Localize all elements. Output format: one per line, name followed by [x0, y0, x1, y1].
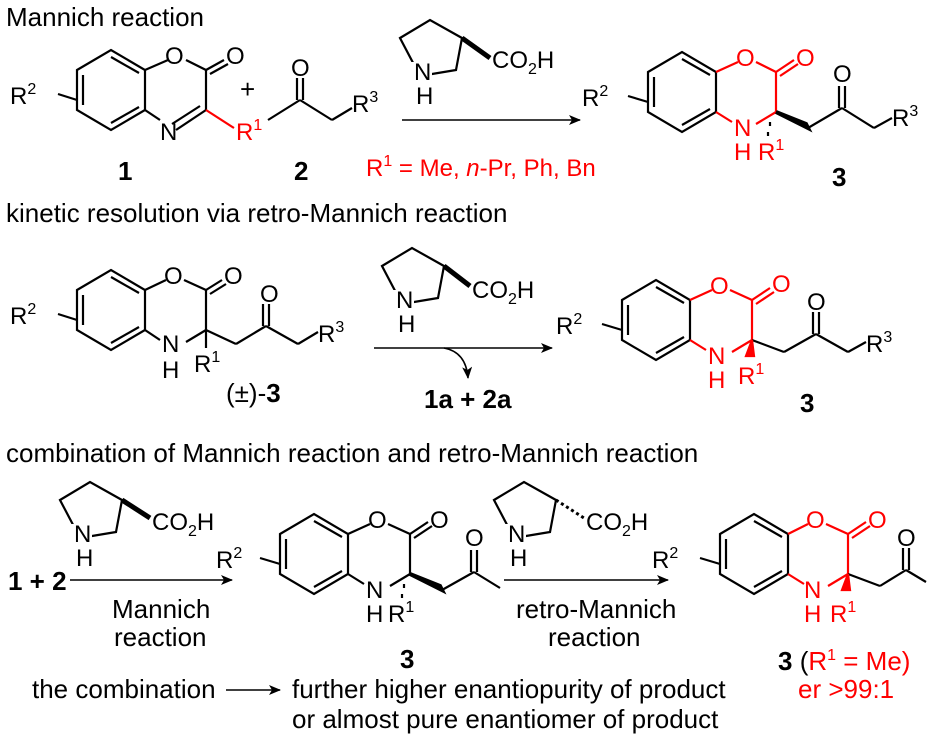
compound-2-structure — [267, 78, 353, 121]
plus-sign: + — [240, 74, 255, 104]
summary-lhs: the combination — [32, 674, 216, 704]
atom-o: O — [291, 55, 310, 82]
atom-n: N — [508, 521, 525, 548]
atom-o: O — [796, 45, 815, 72]
atom-n: N — [74, 521, 91, 548]
atom-o: O — [165, 43, 184, 70]
mannich-arrow-label-2: reaction — [114, 622, 207, 652]
r1-group: R1 — [830, 599, 856, 628]
er-value: er >99:1 — [798, 674, 894, 704]
product-3-structure — [601, 278, 867, 362]
atom-o: O — [710, 273, 729, 300]
reactants-label: 1 + 2 — [8, 566, 67, 596]
summary-rhs-line2: or almost pure enantiomer of product — [292, 704, 719, 734]
section2-title: kinetic resolution via retro-Mannich rea… — [6, 198, 507, 228]
atom-o: O — [465, 525, 484, 552]
label-mask — [70, 524, 92, 564]
atom-o: O — [164, 263, 183, 290]
atom-n: N — [708, 343, 725, 370]
intermediate-3-structure — [259, 512, 501, 598]
atom-h: H — [398, 311, 415, 338]
atom-h: H — [510, 545, 527, 572]
section3-title: combination of Mannich reaction and retr… — [6, 438, 698, 468]
atom-h: H — [734, 139, 751, 166]
atom-h: H — [804, 601, 821, 628]
r2-group: R2 — [10, 301, 36, 330]
atom-n: N — [734, 115, 751, 142]
compound-label-2: 2 — [294, 156, 308, 186]
compound-label-3: 3 — [400, 644, 414, 674]
atom-n: N — [160, 119, 177, 146]
label-mask — [392, 290, 414, 330]
atom-n: N — [396, 287, 413, 314]
atom-o: O — [430, 507, 449, 534]
atom-n: N — [804, 577, 821, 604]
byproduct-arrow — [443, 347, 473, 379]
byproducts-label: 1a + 2a — [424, 384, 512, 414]
atom-h: H — [162, 357, 179, 384]
atom-o: O — [807, 289, 826, 316]
atom-o: O — [736, 45, 755, 72]
atom-o: O — [260, 281, 279, 308]
atom-o: O — [224, 263, 243, 290]
atom-o: O — [226, 43, 245, 70]
final-product-structure — [699, 512, 927, 596]
r3-group: R3 — [866, 329, 892, 358]
atom-h: H — [708, 367, 725, 394]
compound-label-1: 1 — [118, 156, 132, 186]
r2-group: R2 — [652, 545, 678, 574]
product-3-structure — [627, 50, 893, 136]
atom-o: O — [368, 507, 387, 534]
r2-group: R2 — [582, 83, 608, 112]
co2h-group: CO2H — [152, 509, 214, 540]
r3-group: R3 — [352, 89, 378, 118]
final-product-label: 3 (R1 = Me) — [778, 646, 910, 676]
atom-h: H — [416, 83, 433, 110]
r2-group: R2 — [216, 545, 242, 574]
racemic-3-structure — [57, 268, 319, 352]
atom-o: O — [833, 61, 852, 88]
atom-o: O — [897, 525, 916, 552]
atom-h: H — [366, 601, 383, 628]
section1-title: Mannich reaction — [6, 2, 204, 32]
r2-group: R2 — [10, 81, 36, 110]
co2h-group: CO2H — [492, 47, 554, 78]
compound-label-3: 3 — [832, 162, 846, 192]
r1-group: R1 — [194, 349, 220, 378]
summary-rhs-line1: further higher enantiopurity of product — [292, 674, 726, 704]
r1-group: R1 — [236, 117, 262, 146]
atom-o: O — [868, 507, 887, 534]
mannich-arrow-label-1: Mannich — [112, 594, 210, 624]
retro-arrow-label-1: retro-Mannich — [516, 594, 676, 624]
label-mask — [504, 524, 526, 564]
r3-group: R3 — [318, 319, 344, 348]
atom-n: N — [366, 577, 383, 604]
co2h-group: CO2H — [586, 509, 648, 540]
r1-substituent-list: R1 = Me, n-Pr, Ph, Bn — [366, 153, 596, 182]
r1-group: R1 — [738, 361, 764, 390]
atom-o: O — [806, 507, 825, 534]
racemic-label: (±)-3 — [226, 378, 281, 408]
atom-n: N — [414, 59, 431, 86]
r3-group: R3 — [892, 103, 918, 132]
label-mask — [410, 62, 432, 102]
atom-o: O — [772, 271, 791, 298]
compound-1-structure — [57, 48, 235, 132]
co2h-group: CO2H — [472, 277, 534, 308]
compound-label-3: 3 — [800, 388, 814, 418]
r1-group: R1 — [388, 599, 414, 628]
r2-group: R2 — [556, 311, 582, 340]
atom-n: N — [162, 331, 179, 358]
retro-arrow-label-2: reaction — [548, 622, 641, 652]
atom-h: H — [76, 545, 93, 572]
r1-group: R1 — [758, 137, 784, 166]
